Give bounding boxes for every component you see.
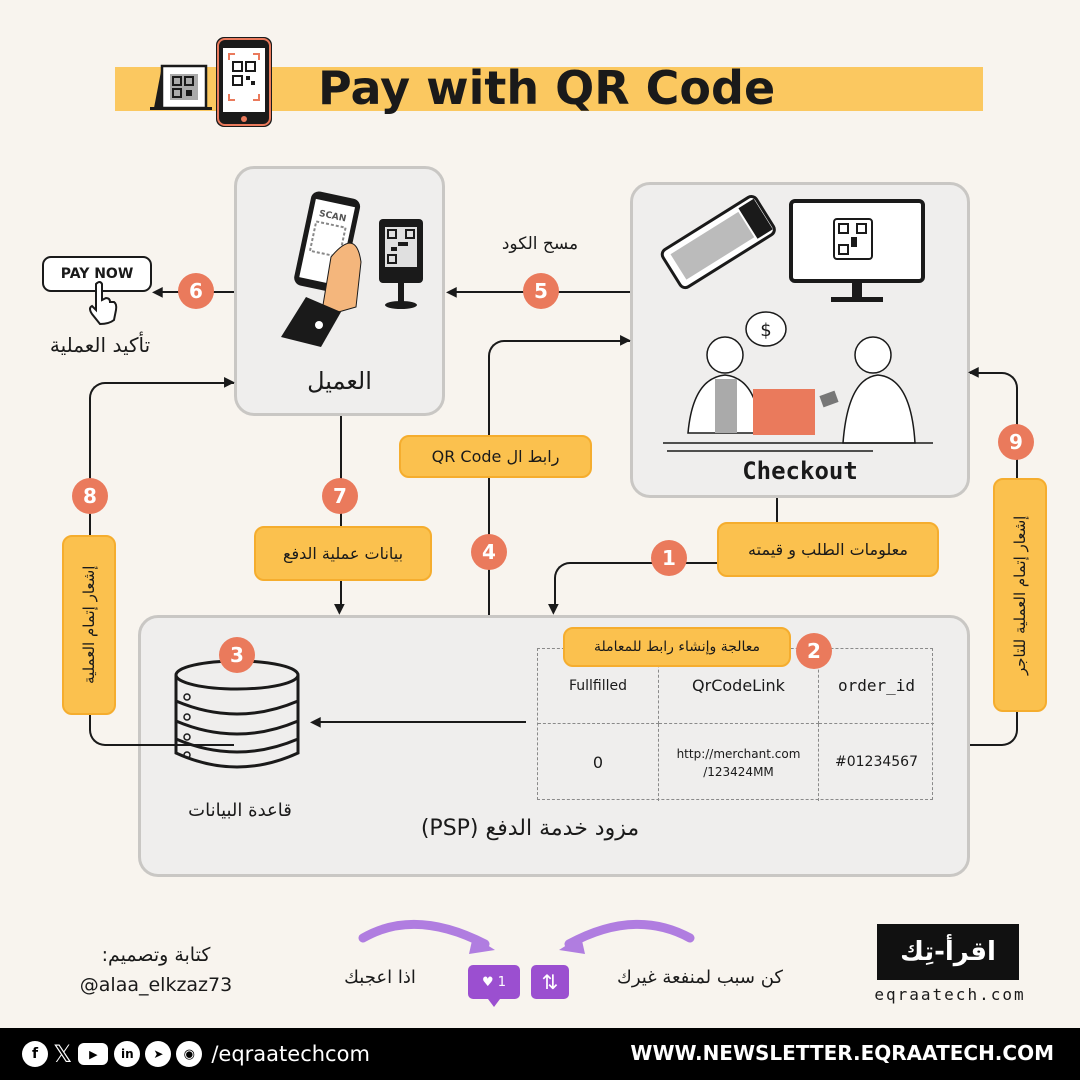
cta-right-text: كن سبب لمنفعة غيرك xyxy=(617,967,783,988)
arrow-left-icon: ◀ xyxy=(310,714,321,730)
connector-1 xyxy=(554,562,718,608)
step-9-label: إشعار إتمام العملية للتاجر xyxy=(993,478,1047,712)
facebook-icon[interactable]: f xyxy=(22,1041,48,1067)
page-title: Pay with QR Code xyxy=(318,61,776,115)
pay-now-caption: تأكيد العملية xyxy=(49,333,151,357)
table-cell-fulfilled: 0 xyxy=(538,724,659,801)
pointer-hand-icon xyxy=(89,281,118,326)
customer-label: العميل xyxy=(307,367,372,395)
phone-qr-icon xyxy=(216,37,272,127)
curved-arrows-icon xyxy=(358,919,695,954)
arrow-right-icon: ▶ xyxy=(620,332,631,348)
arrow-left-icon: ◀ xyxy=(446,284,457,300)
newsletter-url[interactable]: WWW.NEWSLETTER.EQRAATECH.COM xyxy=(630,1041,1054,1065)
checkout-panel: $ Checkout xyxy=(630,182,970,498)
step-2-label: معالجة وإنشاء رابط للمعاملة xyxy=(563,627,791,667)
step-badge-4: 4 xyxy=(471,534,507,570)
social-links: f 𝕏 ▶ in ➤ ◉ /eqraatechcom xyxy=(22,1041,370,1067)
table-header-qrcodelink: QrCodeLink xyxy=(659,649,819,724)
step-badge-7: 7 xyxy=(322,478,358,514)
arrow-down-icon: ▼ xyxy=(548,601,559,617)
social-handle[interactable]: /eqraatechcom xyxy=(211,1042,370,1066)
arrow-down-icon: ▼ xyxy=(334,601,345,617)
linkedin-icon[interactable]: in xyxy=(114,1041,141,1067)
qr-stand-icon xyxy=(150,64,212,110)
x-icon[interactable]: 𝕏 xyxy=(53,1040,73,1068)
telegram-icon[interactable]: ➤ xyxy=(145,1041,172,1067)
transaction-table: Fullfilled QrCodeLink order_id 0 http://… xyxy=(537,648,934,801)
footer-bar: f 𝕏 ▶ in ➤ ◉ /eqraatechcom WWW.NEWSLETTE… xyxy=(0,1028,1080,1080)
step-badge-9: 9 xyxy=(998,424,1034,460)
step-4-label: رابط ال QR Code xyxy=(399,435,592,478)
like-tooltip-tail xyxy=(488,999,500,1007)
like-count: 1 xyxy=(497,974,506,990)
cta-left-text: اذا اعجبك xyxy=(344,967,416,988)
youtube-icon[interactable]: ▶ xyxy=(78,1043,109,1065)
scan-phone-hand-icon: SCAN xyxy=(281,191,423,347)
table-header-order-id: order_id xyxy=(819,649,934,724)
author-handle[interactable]: @alaa_elkzaz73 xyxy=(79,974,233,996)
repost-button[interactable]: ⇅ xyxy=(531,965,569,999)
credits-label: كتابة وتصميم: xyxy=(101,944,211,966)
step-1-label: معلومات الطلب و قيمته xyxy=(717,522,939,577)
step-badge-5: 5 xyxy=(523,273,559,309)
svg-text:$: $ xyxy=(760,320,771,341)
arrow-left-icon: ◀ xyxy=(152,284,163,300)
step-badge-2: 2 xyxy=(796,633,832,669)
step-badge-3: 3 xyxy=(219,637,255,673)
connector-3 xyxy=(318,721,526,723)
table-cell-order-id: #01234567 xyxy=(835,754,918,770)
brand-domain[interactable]: eqraatech.com xyxy=(874,985,1026,1004)
checkout-scene-icon: $ xyxy=(660,195,933,452)
database-label: قاعدة البيانات xyxy=(188,800,292,821)
brand-logo: اقرأ-تِك xyxy=(877,924,1019,980)
arrow-left-icon: ◀ xyxy=(968,364,979,380)
step-badge-6: 6 xyxy=(178,273,214,309)
psp-label: مزود خدمة الدفع (PSP) xyxy=(420,816,640,841)
step-8-label: إشعار إتمام العملية xyxy=(62,535,116,715)
table-header-fulfilled: Fullfilled xyxy=(538,649,659,724)
checkout-label: Checkout xyxy=(742,457,858,485)
step-badge-8: 8 xyxy=(72,478,108,514)
table-cell-qrcodelink: http://merchant.com /123424MM xyxy=(659,724,819,801)
heart-icon: ♥ xyxy=(482,974,494,990)
arrow-right-icon: ▶ xyxy=(224,374,235,390)
customer-panel: SCAN العميل xyxy=(234,166,445,416)
github-icon[interactable]: ◉ xyxy=(176,1041,203,1067)
step-badge-1: 1 xyxy=(651,540,687,576)
step-7-label: بيانات عملية الدفع xyxy=(254,526,432,581)
step-5-label: مسح الكود xyxy=(501,234,579,254)
repost-icon: ⇅ xyxy=(541,970,559,994)
like-button[interactable]: ♥ 1 xyxy=(468,965,520,999)
